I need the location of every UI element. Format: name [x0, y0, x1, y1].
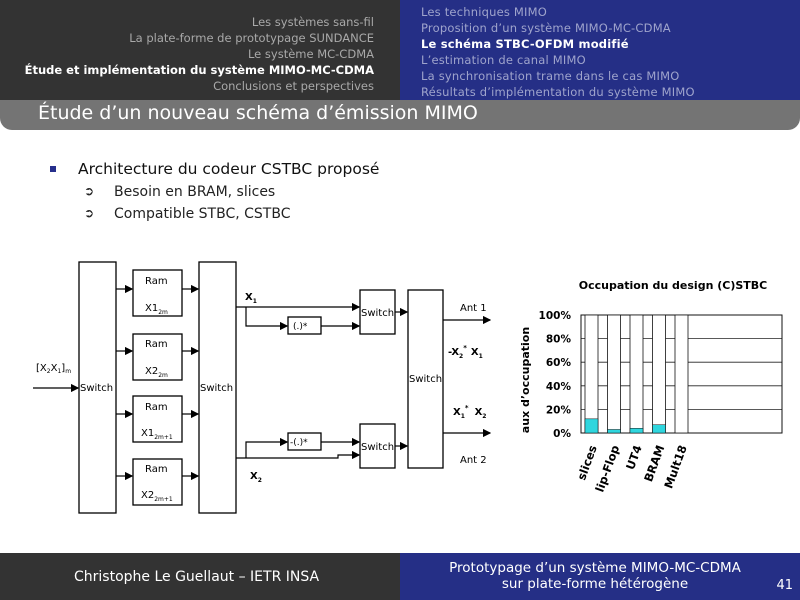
ram-label: Ram	[145, 276, 168, 287]
chart-y-tick-label: 40%	[546, 381, 572, 393]
output-switch-block	[407, 289, 444, 469]
conjugate-label: (.)*	[293, 322, 308, 332]
chart-bar	[607, 429, 621, 434]
bullet-main: Architecture du codeur CSTBC proposé	[50, 160, 379, 184]
ram-block	[132, 395, 183, 443]
x2-signal-label: X2	[250, 471, 262, 484]
chart-bar	[584, 418, 599, 434]
bullet-sub: ➲ Compatible STBC, CSTBC	[50, 206, 379, 228]
nav-item-schema-stbc-ofdm[interactable]: Le schéma STBC-OFDM modifié	[421, 37, 629, 51]
header-left-panel: Les systèmes sans-fil La plate-forme de …	[0, 0, 400, 100]
bullet-list: Architecture du codeur CSTBC proposé ➲ B…	[50, 160, 379, 228]
header-right-panel: Les techniques MIMO Proposition d’un sys…	[400, 0, 800, 100]
chart-y-tick-label: 100%	[539, 310, 572, 322]
input-label: [X2X1]m	[36, 363, 71, 375]
nav-item-etude-mimo-mc-cdma[interactable]: Étude et implémentation du système MIMO-…	[24, 63, 374, 77]
antenna-1-symbols: -X2*X1	[448, 344, 483, 360]
chart-bar	[652, 424, 666, 434]
ram-label: Ram	[145, 402, 168, 413]
input-switch-block	[78, 261, 117, 514]
chart-column-outline	[629, 314, 644, 434]
nav-item-synchronisation-trame[interactable]: La synchronisation trame dans le cas MIM…	[421, 69, 680, 83]
ram-label: Ram	[145, 464, 168, 475]
footer-presentation-title: Prototypage d’un système MIMO-MC-CDMA su…	[440, 560, 750, 592]
neg-conjugate-block	[287, 432, 322, 451]
chart-column-outline	[584, 314, 599, 434]
chart-column-outline	[674, 314, 689, 434]
bullet-main-text: Architecture du codeur CSTBC proposé	[78, 160, 380, 178]
nav-item-plateforme-sundance[interactable]: La plate-forme de prototypage SUNDANCE	[129, 31, 374, 45]
middle-switch-block	[198, 261, 237, 514]
ram-block	[132, 269, 183, 317]
bullet-sub-text: Compatible STBC, CSTBC	[114, 206, 291, 222]
chart-y-tick-label: 0%	[553, 428, 571, 440]
footer-title-line-1: Prototypage d’un système MIMO-MC-CDMA	[449, 560, 741, 576]
nav-item-systemes-sans-fil[interactable]: Les systèmes sans-fil	[251, 15, 374, 29]
footer-right-panel: Prototypage d’un système MIMO-MC-CDMA su…	[400, 553, 800, 600]
occupation-chart: Occupation du design (C)STBC aux d’occup…	[519, 279, 783, 494]
chart-column-outline	[652, 314, 666, 434]
chart-y-axis-label: aux d’occupation	[519, 327, 532, 433]
nav-item-techniques-mimo[interactable]: Les techniques MIMO	[421, 5, 548, 19]
bullet-sub-text: Besoin en BRAM, slices	[114, 184, 276, 200]
chart-x-tick-label: slices	[574, 443, 600, 482]
ram-content: X12m	[145, 303, 168, 316]
chart-x-tick-label: UT4	[623, 443, 645, 471]
ram-content: X12m+1	[141, 428, 173, 441]
arrow-bullet-icon: ➲	[84, 184, 95, 198]
switch-label: Switch	[361, 308, 394, 319]
nav-item-conclusions[interactable]: Conclusions et perspectives	[213, 79, 374, 93]
chart-bar	[629, 428, 644, 434]
arrow-bullet-icon: ➲	[84, 206, 95, 220]
chart-y-tick-label: 80%	[546, 334, 572, 346]
nav-item-resultats-implementation[interactable]: Résultats d’implémentation du système MI…	[421, 85, 695, 99]
switch-label: Switch	[409, 374, 442, 385]
top-switch-block	[359, 289, 396, 335]
subsection-nav: Les techniques MIMO Proposition d’un sys…	[421, 4, 695, 100]
antenna-2-symbols: X1*X2	[453, 404, 486, 420]
page-title: Étude d’un nouveau schéma d’émission MIM…	[38, 102, 478, 124]
chart-column-outline	[607, 314, 621, 434]
antenna-2-label: Ant 2	[460, 455, 487, 466]
ram-label: Ram	[145, 339, 168, 350]
x1-signal-label: X1	[245, 292, 257, 305]
nav-item-estimation-canal[interactable]: L’estimation de canal MIMO	[421, 53, 586, 67]
ram-block	[132, 458, 183, 506]
neg-conjugate-label: -(.)*	[290, 438, 308, 448]
ram-content: X22m+1	[141, 490, 173, 503]
page-number: 41	[776, 578, 793, 593]
bullet-sub: ➲ Besoin en BRAM, slices	[50, 184, 379, 206]
title-bar: Étude d’un nouveau schéma d’émission MIM…	[0, 100, 800, 130]
square-bullet-icon	[50, 166, 56, 172]
nav-item-proposition-mimo-mc-cdma[interactable]: Proposition d’un système MIMO-MC-CDMA	[421, 21, 671, 35]
footer-author: Christophe Le Guellaut – IETR INSA	[74, 569, 320, 585]
switch-label: Switch	[361, 442, 394, 453]
chart-y-tick-label: 60%	[546, 357, 572, 369]
bottom-switch-block	[359, 423, 396, 469]
antenna-1-label: Ant 1	[460, 303, 487, 314]
footer-left-panel: Christophe Le Guellaut – IETR INSA	[0, 553, 400, 600]
conjugate-block	[287, 316, 322, 335]
chart-y-tick-label: 20%	[546, 404, 572, 416]
nav-item-systeme-mc-cdma[interactable]: Le système MC-CDMA	[247, 47, 374, 61]
switch-label: Switch	[200, 383, 233, 394]
ram-content: X22m	[145, 366, 168, 379]
section-nav: Les systèmes sans-fil La plate-forme de …	[25, 14, 374, 94]
chart-title: Occupation du design (C)STBC	[579, 279, 768, 292]
footer-title-line-2: sur plate-forme hétérogène	[501, 576, 689, 592]
switch-label: Switch	[80, 383, 113, 394]
ram-block	[132, 333, 183, 381]
